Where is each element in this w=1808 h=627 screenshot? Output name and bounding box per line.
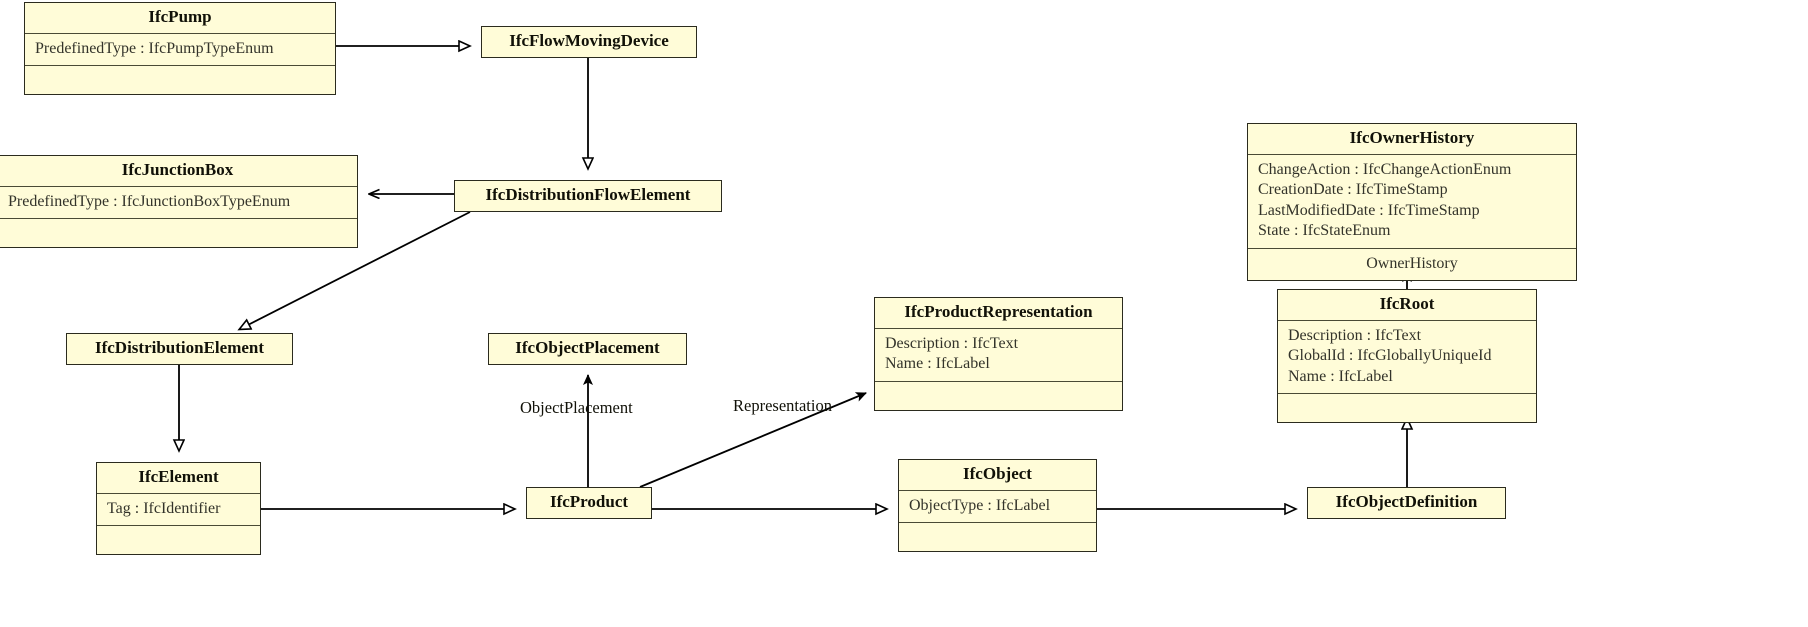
attribute: ObjectType : IfcLabel — [909, 496, 1051, 514]
class-box-ifc-distribution-element[interactable]: IfcDistributionElement — [66, 333, 293, 365]
role-label: OwnerHistory — [1366, 254, 1458, 272]
class-operations — [1278, 393, 1536, 422]
class-name: IfcDistributionFlowElement — [485, 185, 691, 204]
class-attributes: PredefinedType : IfcPumpTypeEnum — [25, 32, 335, 65]
class-name: IfcPump — [148, 7, 212, 26]
attribute: PredefinedType : IfcJunctionBoxTypeEnum — [8, 192, 291, 210]
class-role-compartment: OwnerHistory — [1248, 247, 1576, 280]
attribute: Description : IfcText — [885, 334, 1019, 352]
class-name: IfcRoot — [1379, 294, 1435, 313]
class-box-ifc-object[interactable]: IfcObject ObjectType : IfcLabel — [898, 459, 1097, 553]
class-name: IfcObjectPlacement — [515, 338, 660, 357]
attribute: PredefinedType : IfcPumpTypeEnum — [35, 39, 274, 57]
class-box-ifc-product-representation[interactable]: IfcProductRepresentation Description : I… — [874, 297, 1123, 411]
class-operations — [97, 525, 260, 554]
attribute: Name : IfcLabel — [1288, 367, 1393, 385]
class-name: IfcObjectDefinition — [1335, 492, 1478, 511]
class-box-ifc-element[interactable]: IfcElement Tag : IfcIdentifier — [96, 462, 261, 556]
attribute: GlobalId : IfcGloballyUniqueId — [1288, 347, 1492, 365]
class-name: IfcOwnerHistory — [1349, 128, 1475, 147]
class-attributes: Tag : IfcIdentifier — [97, 492, 260, 525]
edge-label-object-placement: ObjectPlacement — [520, 398, 633, 417]
class-operations — [875, 380, 1122, 410]
attribute: CreationDate : IfcTimeStamp — [1258, 181, 1448, 199]
attribute: Name : IfcLabel — [885, 355, 990, 373]
class-attributes: Description : IfcText Name : IfcLabel — [875, 327, 1122, 381]
class-name: IfcFlowMovingDevice — [509, 31, 669, 50]
class-box-ifc-flow-moving-device[interactable]: IfcFlowMovingDevice — [481, 26, 697, 58]
attribute: Description : IfcText — [1288, 326, 1422, 344]
class-box-ifc-product[interactable]: IfcProduct — [526, 487, 652, 519]
class-box-ifc-distribution-flow-element[interactable]: IfcDistributionFlowElement — [454, 180, 722, 212]
class-box-ifc-junction-box[interactable]: IfcJunctionBox PredefinedType : IfcJunct… — [0, 155, 358, 249]
class-box-ifc-pump[interactable]: IfcPump PredefinedType : IfcPumpTypeEnum — [24, 2, 336, 96]
class-box-ifc-root[interactable]: IfcRoot Description : IfcText GlobalId :… — [1277, 289, 1537, 424]
class-name: IfcObject — [963, 464, 1032, 483]
class-box-ifc-object-definition[interactable]: IfcObjectDefinition — [1307, 487, 1506, 519]
class-operations — [899, 522, 1096, 551]
attribute: LastModifiedDate : IfcTimeStamp — [1258, 201, 1480, 219]
class-name: IfcElement — [138, 467, 219, 486]
class-name: IfcJunctionBox — [121, 160, 234, 179]
class-box-ifc-owner-history[interactable]: IfcOwnerHistory ChangeAction : IfcChange… — [1247, 123, 1577, 282]
class-attributes: ChangeAction : IfcChangeActionEnum Creat… — [1248, 153, 1576, 248]
attribute: State : IfcStateEnum — [1258, 222, 1391, 240]
class-name: IfcDistributionElement — [94, 338, 265, 357]
class-name: IfcProductRepresentation — [904, 302, 1093, 321]
class-operations — [0, 218, 357, 247]
class-attributes: PredefinedType : IfcJunctionBoxTypeEnum — [0, 185, 357, 218]
class-attributes: Description : IfcText GlobalId : IfcGlob… — [1278, 319, 1536, 393]
attribute: Tag : IfcIdentifier — [107, 499, 221, 517]
class-name: IfcProduct — [549, 492, 629, 511]
edge-label-representation: Representation — [733, 396, 832, 415]
class-operations — [25, 65, 335, 94]
attribute: ChangeAction : IfcChangeActionEnum — [1258, 160, 1512, 178]
class-attributes: ObjectType : IfcLabel — [899, 489, 1096, 522]
class-box-ifc-object-placement[interactable]: IfcObjectPlacement — [488, 333, 687, 365]
